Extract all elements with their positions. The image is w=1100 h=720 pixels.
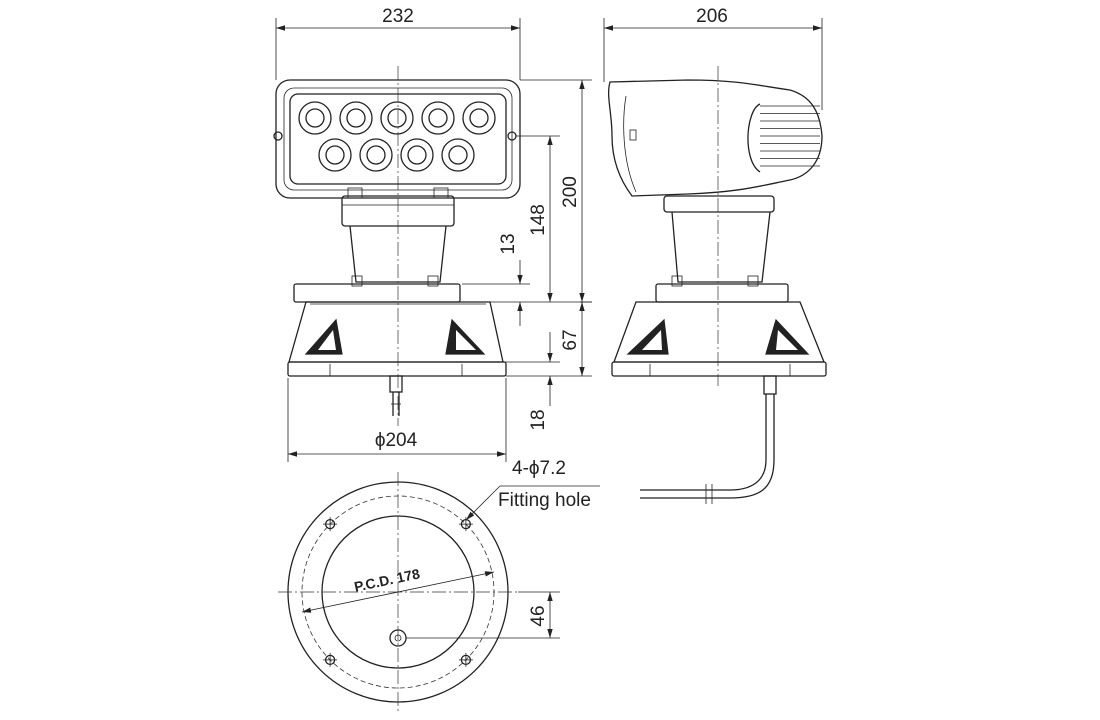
fitting-hole-callout: 4-ϕ7.2 Fitting hole: [465, 458, 600, 521]
led-lens: [305, 108, 325, 128]
dim-200: 200: [462, 79, 592, 303]
led-lens: [346, 108, 366, 128]
dim-46: 46: [406, 591, 560, 639]
side-lamp-body: [607, 79, 823, 197]
dim-phi204: ϕ204: [287, 378, 507, 462]
led-lens: [448, 145, 468, 165]
side-base-ring: [611, 361, 827, 377]
fin-edge: [747, 103, 761, 173]
dim-200-text: 200: [560, 176, 581, 208]
led-lens: [469, 108, 489, 128]
cooling-fins: [747, 103, 820, 173]
dim-232: 232: [275, 6, 521, 80]
led: [339, 101, 373, 135]
front-base-top: [293, 283, 461, 303]
front-view: [273, 66, 521, 426]
led-lens: [387, 108, 407, 128]
dim-232-text: 232: [382, 6, 414, 27]
hole-label-text: Fitting hole: [498, 490, 591, 511]
dim-67-text: 67: [560, 329, 581, 350]
side-view: [607, 66, 827, 504]
dim-phi204-text: ϕ204: [375, 430, 418, 451]
pcd-label: P.C.D. 178: [353, 565, 422, 595]
led: [441, 138, 475, 172]
dim-67: 67: [506, 301, 592, 377]
front-base-ring: [287, 361, 507, 377]
led-lens: [407, 145, 427, 165]
led-lens: [325, 145, 345, 165]
dim-13-text: 13: [498, 233, 519, 254]
side-base-top: [655, 283, 789, 303]
side-cable-gland: [763, 375, 777, 395]
left-knob: [273, 131, 283, 141]
bottom-view: P.C.D. 178: [278, 472, 518, 712]
led: [462, 101, 496, 135]
front-right-triangle: [445, 318, 486, 355]
dim-148: 148: [516, 135, 560, 302]
led: [318, 138, 352, 172]
dim-148-text: 148: [528, 204, 549, 236]
led: [380, 101, 414, 135]
led: [400, 138, 434, 172]
dim-13: 13: [462, 233, 530, 326]
led-lens: [428, 108, 448, 128]
dim-206-text: 206: [696, 6, 728, 27]
led-array: [298, 101, 496, 172]
dim-46-text: 46: [528, 605, 549, 626]
front-cable-gland: [389, 375, 403, 393]
side-column: [671, 211, 771, 283]
dim-18: 18: [504, 332, 560, 431]
hole-spec-text: 4-ϕ7.2: [512, 458, 566, 479]
side-yoke: [663, 195, 775, 213]
dim-206: 206: [603, 6, 823, 110]
led: [298, 101, 332, 135]
led: [359, 138, 393, 172]
dim-18-text: 18: [528, 409, 549, 430]
led: [421, 101, 455, 135]
fitting-holes: [323, 517, 473, 667]
led-lens: [366, 145, 386, 165]
side-cable: [640, 394, 767, 491]
